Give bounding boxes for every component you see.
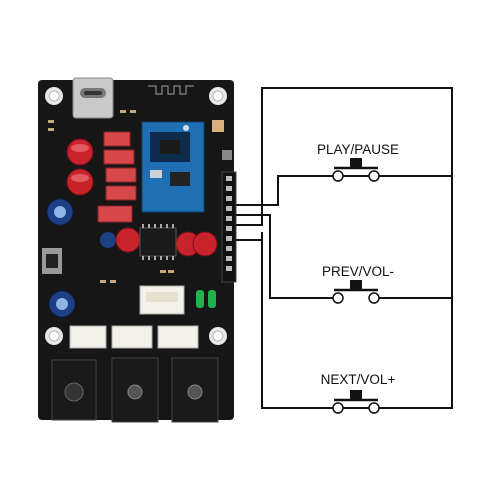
blue-capacitors (46, 198, 116, 318)
switch-play-pause: PLAY/PAUSE (317, 142, 399, 182)
green-leds (196, 290, 216, 308)
usb-c-connector (72, 77, 114, 119)
bluetooth-module (141, 121, 205, 213)
antenna-trace (148, 85, 194, 95)
film-capacitors (97, 131, 137, 223)
wiring (236, 87, 453, 409)
voltage-regulator (42, 248, 62, 274)
label-next-vol-up: NEXT/VOL+ (321, 372, 396, 387)
smd-components (48, 110, 174, 283)
jst-connectors (69, 325, 199, 349)
mounting-holes (45, 87, 227, 345)
switch-next-vol-up: NEXT/VOL+ (321, 372, 396, 414)
electrolytic-capacitors (66, 138, 218, 257)
common-wire (236, 87, 453, 409)
audio-jacks (111, 357, 219, 423)
amplifier-ic (139, 224, 177, 260)
prev-wire (236, 214, 336, 299)
label-prev-vol-down: PREV/VOL- (322, 264, 394, 279)
jst-connector-center (139, 285, 185, 315)
board-switch (212, 120, 232, 160)
dc-barrel-jack (51, 359, 97, 421)
label-play-pause: PLAY/PAUSE (317, 142, 399, 157)
switch-prev-vol-down: PREV/VOL- (322, 264, 394, 304)
pin-header (221, 171, 237, 283)
play-pause-wire-left (236, 175, 452, 206)
pcb-board (38, 77, 237, 423)
